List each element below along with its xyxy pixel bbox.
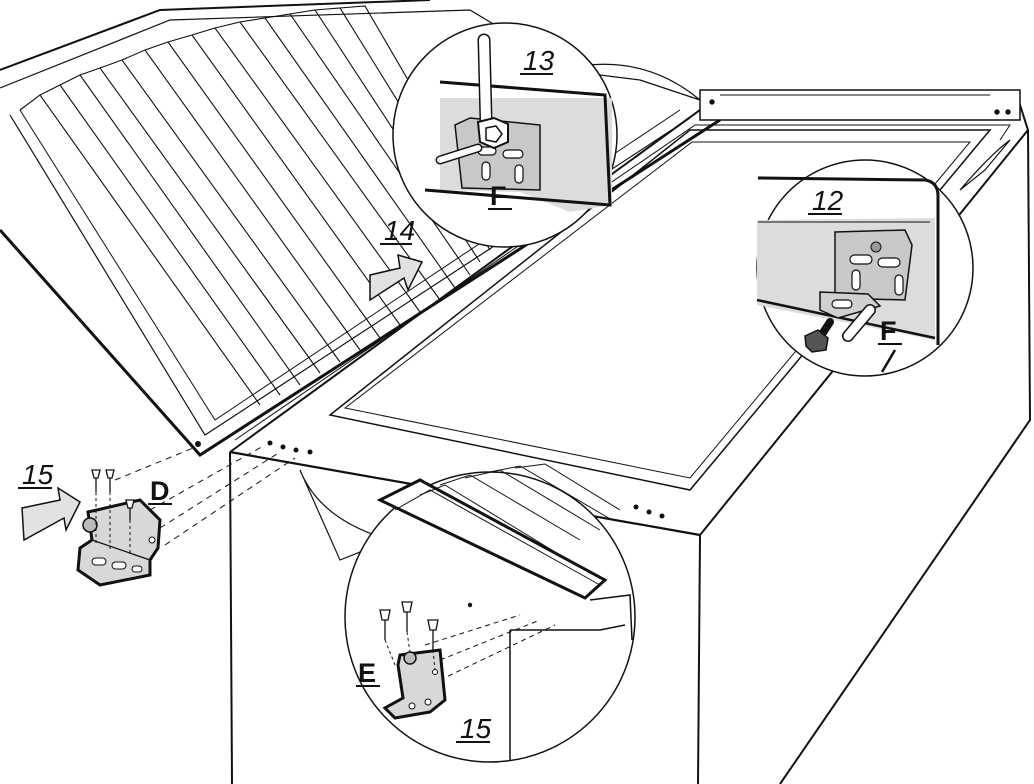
step-12-label: 12: [812, 185, 844, 216]
step-15-label-left: 15: [22, 459, 54, 490]
inset-step-13: 13 F: [392, 22, 701, 248]
inset-step-12: 12 F: [756, 139, 1011, 377]
step-15-label-inset: 15: [460, 713, 492, 744]
part-f-label-top: F: [490, 181, 507, 211]
part-f-label-right: F: [880, 316, 897, 346]
part-d-label: D: [150, 476, 170, 506]
step-13-label: 13: [523, 45, 555, 76]
part-e-label: E: [358, 658, 376, 688]
alignment-guides-d: [114, 444, 296, 546]
part-d-bracket: 15 D: [18, 459, 172, 587]
step-14-label: 14: [384, 215, 415, 246]
freezer-lid: [0, 0, 721, 457]
inset-step-15: E 15: [299, 463, 636, 763]
step-14-arrow: 14: [369, 215, 424, 302]
